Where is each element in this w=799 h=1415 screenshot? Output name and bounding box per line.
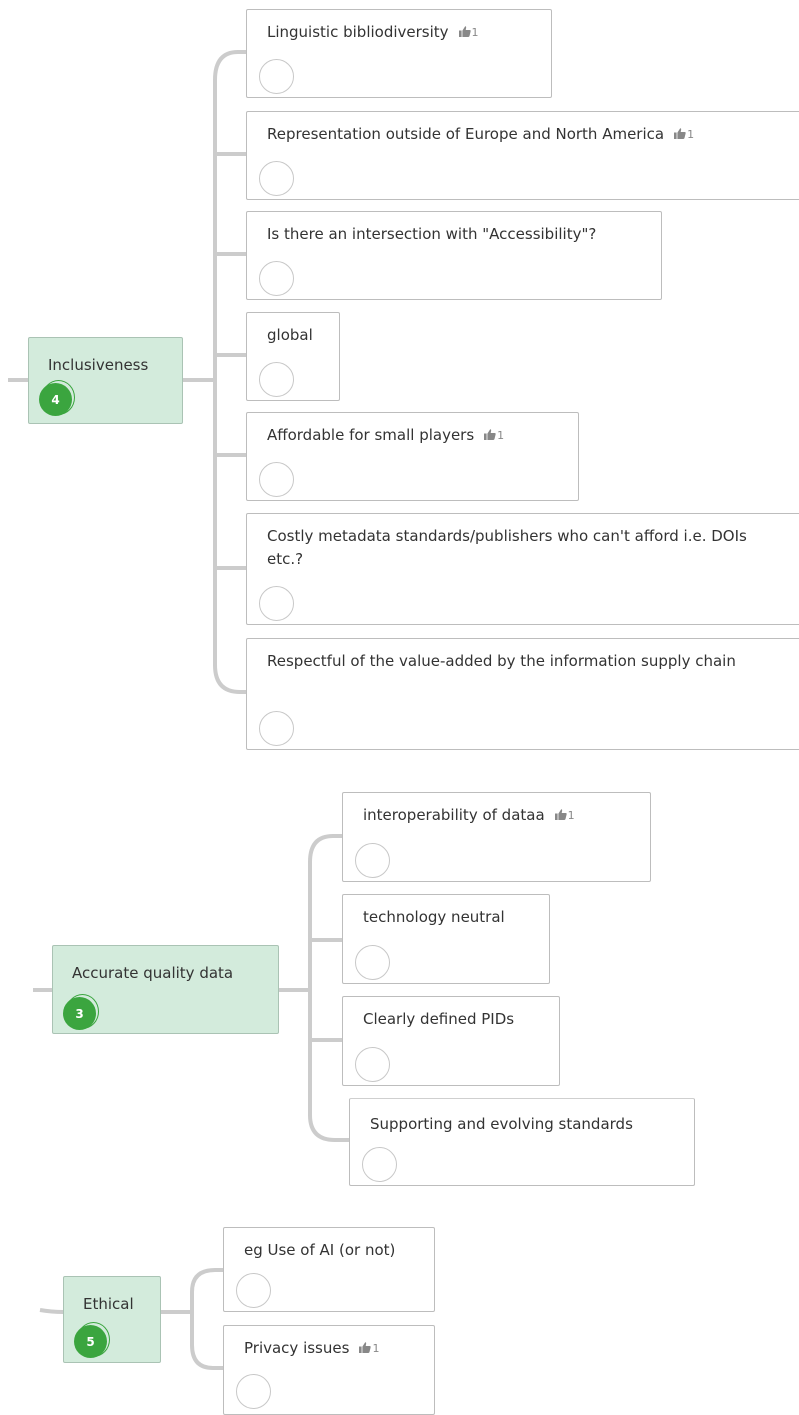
- idea-text: interoperability of dataa: [363, 806, 545, 824]
- idea-card[interactable]: Is there an intersection with "Accessibi…: [246, 211, 662, 300]
- idea-text-wrap: Privacy issues 1: [244, 1337, 414, 1360]
- vote-circle[interactable]: [236, 1273, 271, 1308]
- idea-text: Affordable for small players: [267, 426, 475, 444]
- thumbs-up-icon: [359, 1342, 372, 1353]
- vote-circle[interactable]: [259, 59, 294, 94]
- like-button[interactable]: 1: [554, 804, 575, 827]
- like-count: 1: [567, 809, 575, 822]
- vote-circle[interactable]: [362, 1147, 397, 1182]
- idea-text: Linguistic bibliodiversity: [267, 23, 449, 41]
- idea-text-wrap: Clearly defined PIDs: [363, 1008, 539, 1031]
- idea-text-wrap: Representation outside of Europe and Nor…: [267, 123, 785, 146]
- idea-text: global: [267, 326, 313, 344]
- vote-circle[interactable]: [355, 1047, 390, 1082]
- idea-card[interactable]: Privacy issues 1: [223, 1325, 435, 1415]
- idea-text: Costly metadata standards/publishers who…: [267, 527, 747, 568]
- idea-text-wrap: Affordable for small players 1: [267, 424, 558, 447]
- vote-circle[interactable]: [259, 462, 294, 497]
- idea-text-wrap: global: [267, 324, 319, 347]
- like-count: 1: [471, 26, 479, 39]
- thumbs-up-icon: [458, 26, 471, 37]
- idea-text: Privacy issues: [244, 1339, 350, 1357]
- vote-circle[interactable]: [259, 362, 294, 397]
- idea-card[interactable]: Respectful of the value-added by the inf…: [246, 638, 799, 750]
- group-title: Accurate quality data: [72, 964, 234, 982]
- vote-circle[interactable]: [259, 161, 294, 196]
- idea-text: eg Use of AI (or not): [244, 1241, 396, 1259]
- group-card-accurate-quality-data[interactable]: Accurate quality data 3: [52, 945, 279, 1034]
- group-title: Inclusiveness: [48, 356, 149, 374]
- like-button[interactable]: 1: [674, 123, 694, 146]
- thumbs-up-icon: [554, 809, 567, 820]
- group-card-ethical[interactable]: Ethical 5: [63, 1276, 161, 1363]
- idea-card[interactable]: Linguistic bibliodiversity 1: [246, 9, 552, 98]
- idea-card[interactable]: Clearly defined PIDs: [342, 996, 560, 1086]
- like-button[interactable]: 1: [359, 1337, 379, 1360]
- like-count: 1: [687, 128, 695, 141]
- idea-text-wrap: Costly metadata standards/publishers who…: [267, 525, 785, 571]
- like-count: 1: [372, 1342, 380, 1355]
- idea-card[interactable]: interoperability of dataa 1: [342, 792, 651, 882]
- idea-text-wrap: Supporting and evolving standards: [370, 1113, 674, 1136]
- vote-circle[interactable]: [259, 261, 294, 296]
- group-card-inclusiveness[interactable]: Inclusiveness 4: [28, 337, 183, 424]
- idea-text: Representation outside of Europe and Nor…: [267, 125, 665, 143]
- idea-text: technology neutral: [363, 908, 505, 926]
- vote-circle[interactable]: [355, 843, 390, 878]
- vote-circle[interactable]: [259, 586, 294, 621]
- idea-text-wrap: technology neutral: [363, 906, 529, 929]
- thumbs-up-icon: [674, 128, 686, 139]
- idea-text-wrap: Linguistic bibliodiversity 1: [267, 21, 531, 44]
- idea-text: Is there an intersection with "Accessibi…: [267, 225, 597, 243]
- like-button[interactable]: 1: [484, 424, 504, 447]
- like-count: 1: [497, 429, 505, 442]
- idea-card[interactable]: Representation outside of Europe and Nor…: [246, 111, 799, 200]
- vote-circle[interactable]: [236, 1374, 271, 1409]
- item-count-badge[interactable]: 4: [39, 380, 75, 416]
- idea-text: Supporting and evolving standards: [370, 1115, 633, 1133]
- idea-card[interactable]: Supporting and evolving standards: [349, 1098, 695, 1186]
- vote-circle[interactable]: [259, 711, 294, 746]
- idea-card[interactable]: eg Use of AI (or not): [223, 1227, 435, 1312]
- idea-card[interactable]: technology neutral: [342, 894, 550, 984]
- idea-card[interactable]: global: [246, 312, 340, 401]
- idea-text-wrap: eg Use of AI (or not): [244, 1239, 414, 1262]
- idea-text-wrap: Respectful of the value-added by the inf…: [267, 650, 785, 673]
- idea-card[interactable]: Affordable for small players 1: [246, 412, 579, 501]
- group-title: Ethical: [83, 1295, 134, 1313]
- idea-text-wrap: interoperability of dataa 1: [363, 804, 630, 827]
- idea-text: Respectful of the value-added by the inf…: [267, 652, 736, 670]
- idea-card[interactable]: Costly metadata standards/publishers who…: [246, 513, 799, 625]
- like-button[interactable]: 1: [458, 21, 479, 44]
- idea-text: Clearly defined PIDs: [363, 1010, 515, 1028]
- item-count-badge[interactable]: 3: [63, 994, 99, 1030]
- item-count-badge[interactable]: 5: [74, 1322, 110, 1358]
- thumbs-up-icon: [484, 429, 496, 440]
- idea-text-wrap: Is there an intersection with "Accessibi…: [267, 223, 641, 246]
- vote-circle[interactable]: [355, 945, 390, 980]
